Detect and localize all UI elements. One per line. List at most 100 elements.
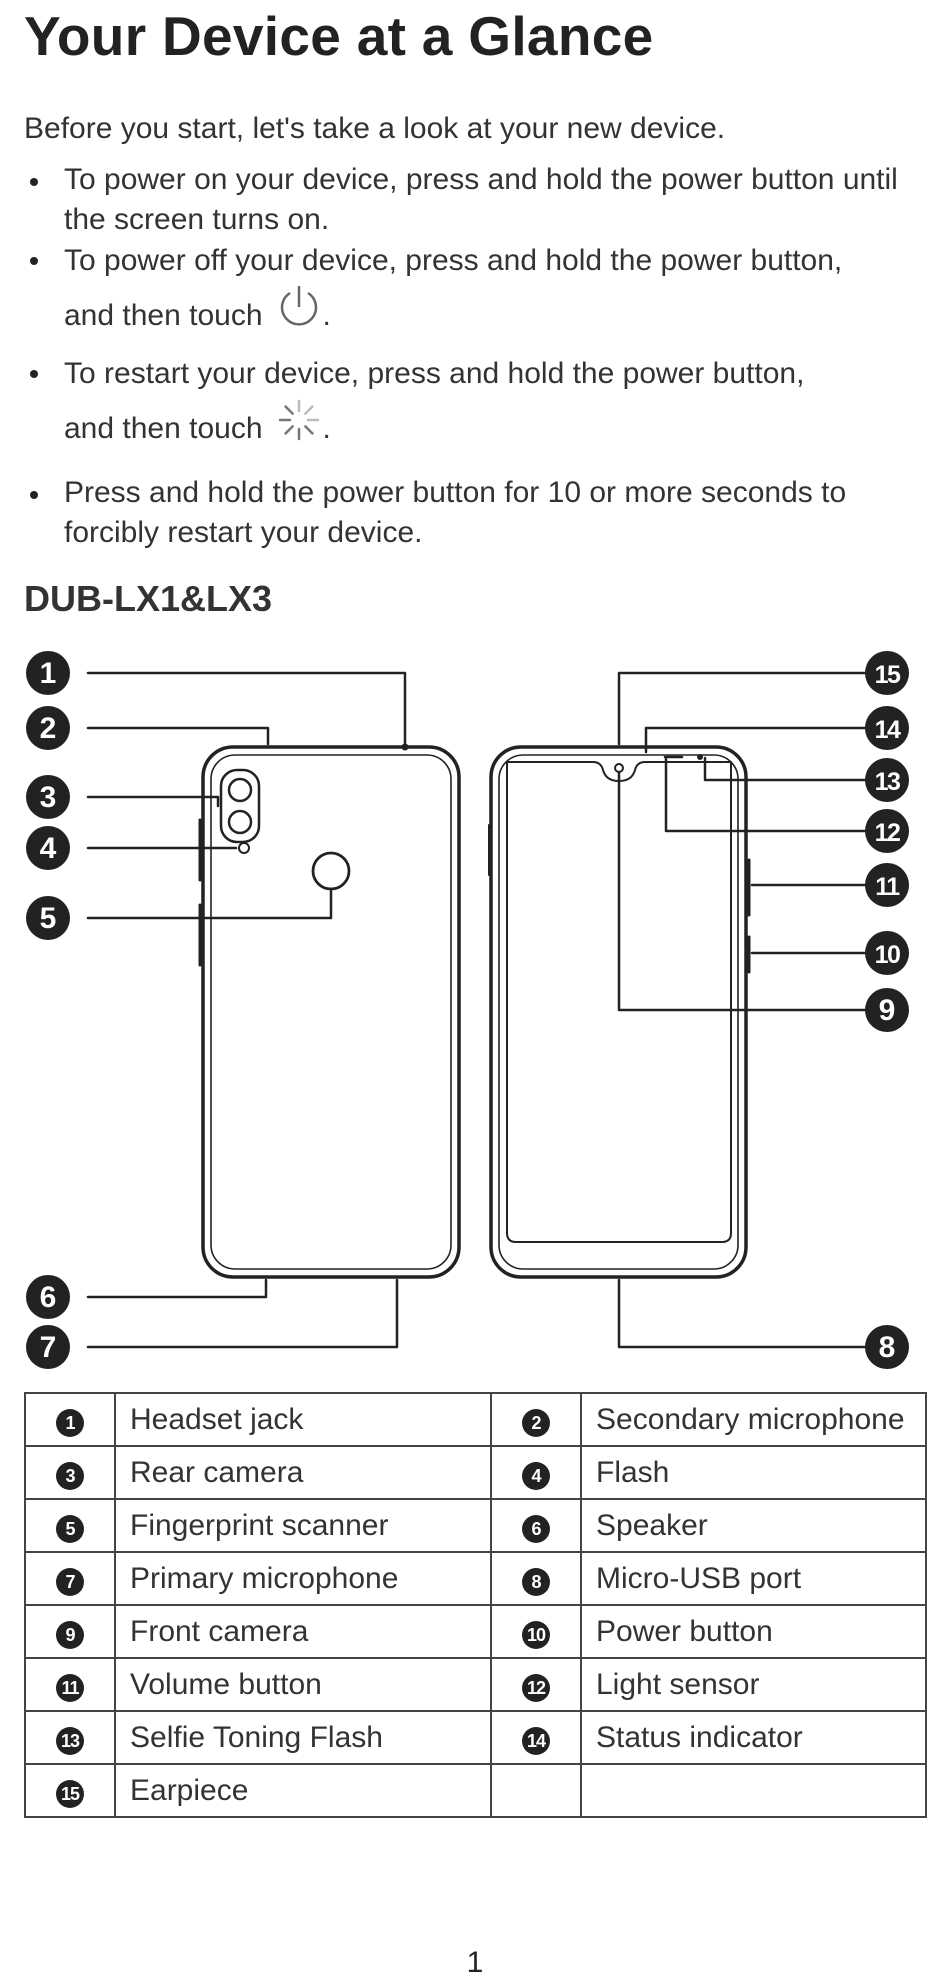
legend-number-cell: 4: [490, 1445, 582, 1500]
legend-number-badge: 1: [56, 1408, 84, 1437]
power-icon: [275, 283, 323, 353]
callout-number: 7: [40, 1331, 57, 1364]
callout-number: 6: [40, 1281, 57, 1314]
callout-circle: [865, 931, 909, 975]
front-view-phone: [488, 745, 751, 1279]
restart-spinner-icon: [275, 396, 323, 466]
callout-number: 3: [40, 781, 57, 814]
callout-number: 8: [879, 1331, 896, 1364]
legend-label-cell: Micro-USB port: [580, 1551, 927, 1606]
legend-number-badge: 4: [522, 1461, 550, 1490]
callout-number: 2: [40, 712, 57, 745]
table-row: 7 Primary microphone 8 Micro-USB port: [24, 1551, 927, 1606]
legend-label: Volume button: [130, 1667, 322, 1701]
legend-label-cell: Front camera: [114, 1604, 492, 1659]
callout-5: 5: [26, 896, 70, 940]
page-title: Your Device at a Glance: [24, 5, 654, 67]
legend-number-badge: 15: [56, 1779, 84, 1808]
callout-number: 12: [875, 819, 900, 847]
callout-circle: [26, 1325, 70, 1369]
callout-2: 2: [26, 706, 70, 750]
legend-number-badge: 7: [56, 1567, 84, 1596]
legend-label: Selfie Toning Flash: [130, 1720, 383, 1754]
callout-number: 1: [40, 657, 57, 690]
callout-circle: [865, 863, 909, 907]
callout-9: 9: [865, 988, 909, 1032]
legend-label: Fingerprint scanner: [130, 1508, 389, 1542]
callout-3: 3: [26, 775, 70, 819]
callout-1: 1: [26, 651, 70, 695]
legend-label: Flash: [596, 1455, 670, 1489]
callout-circle: [865, 651, 909, 695]
callout-number: 5: [40, 902, 57, 935]
bullet-text: and then touch: [64, 299, 263, 332]
legend-label-cell: [580, 1763, 927, 1818]
intro-text: Before you start, let's take a look at y…: [24, 112, 726, 145]
callout-number: 9: [879, 994, 896, 1027]
model-heading: DUB-LX1&LX3: [24, 578, 273, 619]
legend-number-cell: 2: [490, 1392, 582, 1447]
leader-lines: [86, 671, 870, 1349]
callout-circle: [26, 651, 70, 695]
page-number: 1: [466, 1946, 484, 1979]
legend-label: Headset jack: [130, 1402, 304, 1436]
callout-circle: [865, 988, 909, 1032]
legend-number-cell: 7: [24, 1551, 116, 1606]
callout-6: 6: [26, 1275, 70, 1319]
legend-number-cell: 6: [490, 1498, 582, 1553]
legend-label-cell: Fingerprint scanner: [114, 1498, 492, 1553]
legend-label-cell: Status indicator: [580, 1710, 927, 1765]
instruction-list: To power on your device, press and hold …: [24, 160, 924, 560]
legend-label: Micro-USB port: [596, 1561, 802, 1595]
legend-label-cell: Earpiece: [114, 1763, 492, 1818]
legend-label-cell: Selfie Toning Flash: [114, 1710, 492, 1765]
legend-number-cell: 14: [490, 1710, 582, 1765]
bullet-text: To power off your device, press and hold…: [64, 244, 843, 277]
table-row: 15 Earpiece: [24, 1763, 927, 1818]
legend-label: Status indicator: [596, 1720, 803, 1754]
callout-4: 4: [26, 826, 70, 870]
bullet-text: and then touch: [64, 412, 263, 445]
legend-number-badge: 11: [56, 1673, 84, 1702]
rear-view-phone: [198, 743, 461, 1279]
callout-circle: [865, 706, 909, 750]
legend-number-badge: 8: [522, 1567, 550, 1596]
legend-number-cell: 1: [24, 1392, 116, 1447]
legend-label-cell: Volume button: [114, 1657, 492, 1712]
callout-circle: [865, 758, 909, 802]
bullet-power-on: To power on your device, press and hold …: [24, 160, 924, 240]
callout-circle: [26, 826, 70, 870]
legend-number-cell: [490, 1763, 582, 1818]
legend-number-cell: 10: [490, 1604, 582, 1659]
callout-number: 10: [875, 941, 900, 969]
callout-15: 15: [865, 651, 909, 695]
legend-label: Front camera: [130, 1614, 309, 1648]
callout-circle: [865, 1325, 909, 1369]
bullet-text: To restart your device, press and hold t…: [64, 357, 805, 390]
legend-label-cell: Headset jack: [114, 1392, 492, 1447]
legend-number-cell: 3: [24, 1445, 116, 1500]
legend-number-badge: 9: [56, 1620, 84, 1649]
legend-label-cell: Primary microphone: [114, 1551, 492, 1606]
bullet-text: Press and hold the power button for 10 o…: [64, 476, 847, 549]
callout-11: 11: [865, 863, 909, 907]
callout-13: 13: [865, 758, 909, 802]
callout-circle: [26, 706, 70, 750]
legend-number-cell: 8: [490, 1551, 582, 1606]
callout-14: 14: [865, 706, 909, 750]
legend-label-cell: Speaker: [580, 1498, 927, 1553]
callout-number: 4: [40, 832, 57, 865]
callout-circle: [26, 1275, 70, 1319]
callout-number: 13: [875, 768, 900, 796]
callout-8: 8: [865, 1325, 909, 1369]
legend-label-cell: Rear camera: [114, 1445, 492, 1500]
callout-12: 12: [865, 809, 909, 853]
callout-10: 10: [865, 931, 909, 975]
legend-label-cell: Secondary microphone: [580, 1392, 927, 1447]
